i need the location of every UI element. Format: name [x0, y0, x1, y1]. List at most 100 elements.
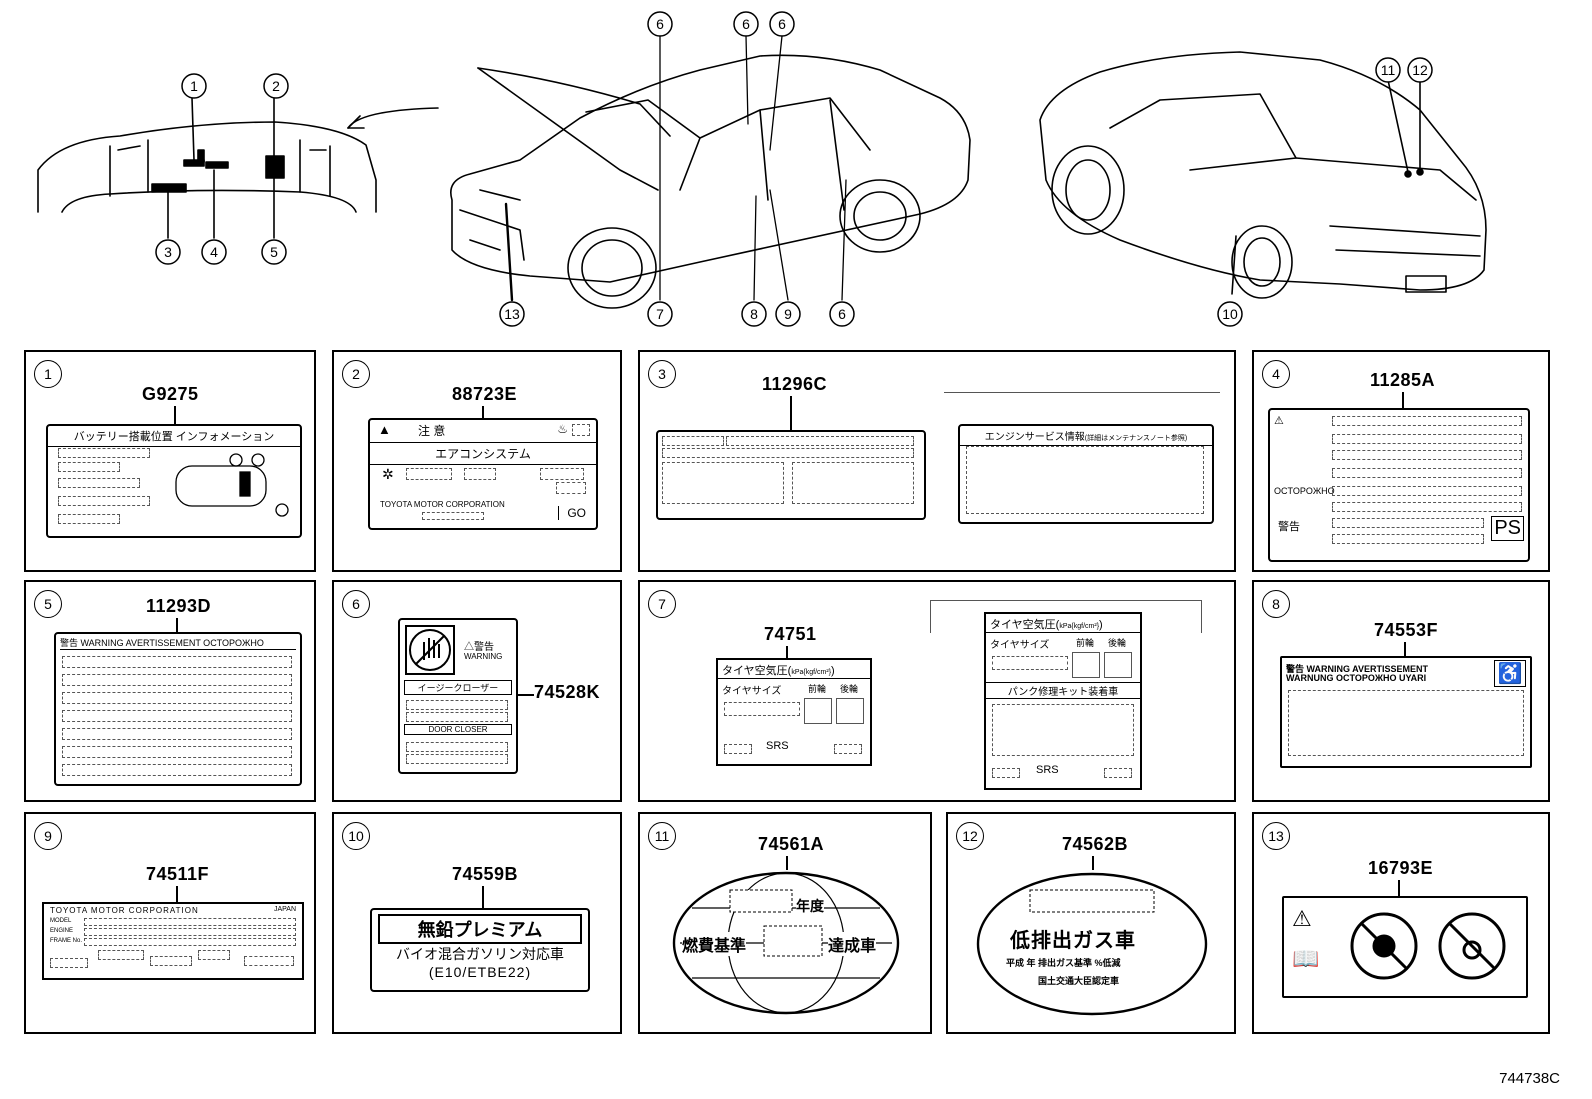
label-header: 警告 WARNING AVERTISSEMENT OCTOPOЖHO: [60, 636, 296, 650]
part-leader: [174, 406, 176, 424]
callout-circles: 1 2 3 4 5 6 6 6 6 7 8 9 10 11 12 13: [155, 11, 1433, 327]
rear-header: 後輪: [1108, 638, 1127, 648]
panel-number: 5: [34, 590, 62, 618]
power-steering-warning-label: ⚠ OCTOPOЖHO 警告 PS: [1268, 408, 1530, 562]
label-panel-1[interactable]: 1 G9275 バッテリー搭載位置 インフォメーション: [24, 350, 316, 572]
closer-jp: イージークローザー: [404, 680, 512, 695]
part-leader: [790, 396, 792, 430]
fuel-line-1: 無鉛プレミアム: [378, 914, 582, 944]
text-placeholder: [244, 956, 294, 966]
service-title-text: エンジンサービス情報: [984, 432, 1085, 443]
variant-bracket: [944, 392, 1220, 393]
service-title: エンジンサービス情報(詳細はメンテナンスノート参照): [960, 428, 1212, 446]
svg-text:3: 3: [164, 244, 172, 260]
srs-text: SRS: [766, 740, 789, 752]
front-header: 前輪: [808, 684, 827, 694]
part-number: G9275: [142, 384, 199, 404]
label-panel-6[interactable]: 6 74528K △警告 WARNING イージークローザー DOOR CLOS…: [332, 580, 622, 802]
part-number: 74562B: [1062, 834, 1129, 854]
text-placeholder: [1332, 434, 1522, 444]
svg-text:6: 6: [656, 16, 664, 32]
manual-book-icon: 📖: [1292, 946, 1320, 971]
repair-kit-title: パンク修理キット装着車: [986, 682, 1140, 699]
callout-5: 5: [261, 239, 287, 265]
label-panel-7[interactable]: 7 74751 タイヤ空気圧(kPa{kgf/cm²}) タイヤサイズ 前輪 後…: [638, 580, 1236, 802]
callout-12: 12: [1407, 57, 1433, 83]
label-panel-13[interactable]: 13 16793E ⚠ 📖: [1252, 812, 1550, 1034]
maker-name: TOYOTA MOTOR CORPORATION: [50, 906, 199, 915]
part-leader: [1402, 392, 1404, 408]
callout-6c: 6: [769, 11, 795, 37]
car-topview-icon: [175, 453, 289, 517]
callout-9: 9: [775, 301, 801, 327]
text-placeholder: [62, 728, 292, 740]
label-panel-9[interactable]: 9 74511F TOYOTA MOTOR CORPORATION JAPAN …: [24, 812, 316, 1034]
text-placeholder: [58, 462, 120, 472]
svg-text:8: 8: [750, 306, 758, 322]
text-placeholder: [662, 448, 914, 458]
text-placeholder: [1332, 450, 1522, 460]
text-placeholder: [58, 496, 150, 506]
rear-header: 後輪: [840, 684, 859, 694]
text-placeholder: [422, 512, 484, 520]
model-label: MODEL: [50, 918, 72, 924]
achieved-text: 達成車: [828, 932, 877, 956]
part-number: 74528K: [534, 682, 601, 702]
text-placeholder: [84, 938, 296, 946]
svg-text:6: 6: [838, 306, 846, 322]
text-placeholder: [556, 482, 586, 494]
panel-number: 12: [956, 822, 984, 850]
label-header: バッテリー搭載位置 インフォメーション: [48, 428, 300, 447]
label-panel-8[interactable]: 8 74553F 警告 WARNING AVERTISSEMENT WARNUN…: [1252, 580, 1550, 802]
text-placeholder: [98, 950, 144, 960]
text-placeholder: [540, 468, 584, 480]
label-panel-2[interactable]: 2 88723E ▲ 注 意 ♨ エアコンシステム ✲ TOYOTA MOTOR…: [332, 350, 622, 572]
text-placeholder: [62, 710, 292, 722]
ps-badge: PS: [1491, 516, 1524, 541]
label-panel-10[interactable]: 10 74559B 無鉛プレミアム バイオ混合ガソリン対応車 (E10/ETBE…: [332, 812, 622, 1034]
text-placeholder: [406, 742, 508, 752]
callout-13: 13: [499, 301, 525, 327]
value-box: [1072, 652, 1100, 678]
panel-number: 6: [342, 590, 370, 618]
label-panel-5[interactable]: 5 11293D 警告 WARNING AVERTISSEMENT OCTOPO…: [24, 580, 316, 802]
panel-number: 1: [34, 360, 62, 388]
callout-6a: 6: [647, 11, 673, 37]
pressure-unit: kPa{kgf/cm²}: [791, 669, 832, 676]
label-panel-11[interactable]: 11 74561A 年度 燃費基準 達成車: [638, 812, 932, 1034]
svg-text:4: 4: [210, 244, 218, 260]
callout-leaders: [659, 35, 847, 301]
srs-text: SRS: [1036, 764, 1059, 776]
seat-warning-label: 警告 WARNING AVERTISSEMENT WARNUNG OCTOPOЖ…: [1280, 656, 1532, 768]
callout-6b: 6: [733, 11, 759, 37]
text-placeholder: [1332, 468, 1522, 478]
text-placeholder: [1288, 690, 1524, 756]
text-placeholder: [1332, 416, 1522, 426]
ac-symbol-icon: GO: [558, 506, 586, 520]
svg-text:6: 6: [778, 16, 786, 32]
text-placeholder: [992, 656, 1068, 670]
text-placeholder: [724, 744, 752, 754]
pressure-title: タイヤ空気圧(kPa{kgf/cm²}): [986, 616, 1140, 633]
part-number: 11293D: [146, 596, 212, 616]
panel-number: 11: [648, 822, 676, 850]
text-placeholder: [662, 436, 724, 446]
low-emission-sub: 平成 年 排出ガス基準 %低減: [1006, 958, 1121, 968]
callout-10: 10: [1217, 301, 1243, 327]
text-placeholder: [62, 746, 292, 758]
panel-number: 9: [34, 822, 62, 850]
callout-8: 8: [741, 301, 767, 327]
text-placeholder: [726, 436, 914, 446]
part-leader: [176, 886, 178, 902]
label-panel-12[interactable]: 12 74562B 低排出ガス車 平成 年 排出ガス基準 %低減 国土交通大臣認…: [946, 812, 1236, 1034]
pressure-unit: kPa{kgf/cm²}: [1059, 623, 1100, 630]
part-number: 74561A: [758, 834, 825, 854]
panel-number: 7: [648, 590, 676, 618]
label-panel-4[interactable]: 4 11285A ⚠ OCTOPOЖHO 警告 PS: [1252, 350, 1550, 572]
diagram-reference-code: 744738C: [1499, 1070, 1560, 1087]
svg-text:5: 5: [270, 244, 278, 260]
text-placeholder: [198, 950, 230, 960]
value-box: [836, 698, 864, 724]
label-panel-3[interactable]: 3 11296C エンジンサービス情報(詳細はメンテナンスノート参照): [638, 350, 1236, 572]
maker-name: TOYOTA MOTOR CORPORATION: [380, 500, 505, 509]
